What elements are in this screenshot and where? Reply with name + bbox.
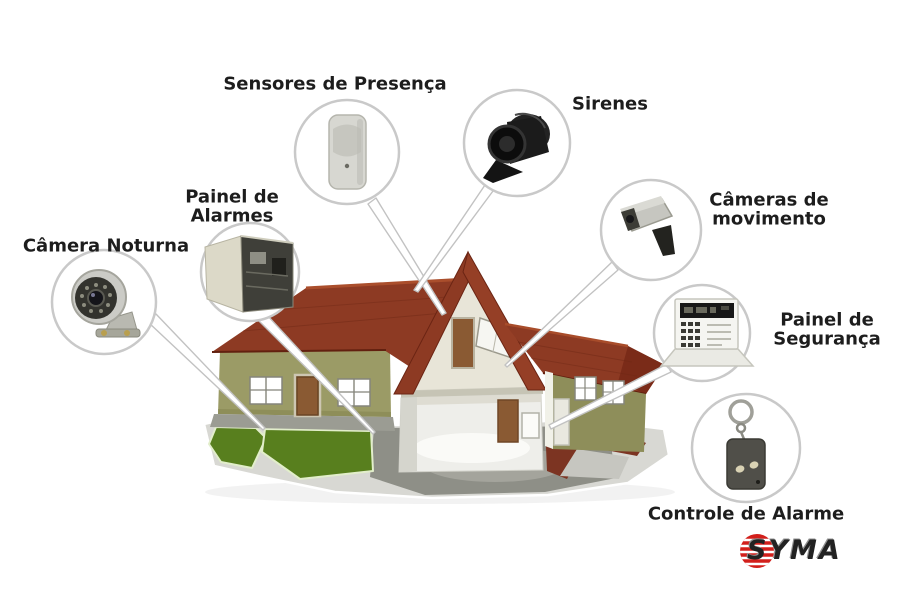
connector-presence-sensors <box>367 197 447 316</box>
label-security-panel-line1: Painel de <box>780 309 874 331</box>
right-roof-tile-line <box>530 357 638 377</box>
label-alarm-remote: Controle de Alarme <box>647 503 845 525</box>
label-alarm-panel-line1: Painel de <box>185 186 279 208</box>
left-roof <box>212 279 468 380</box>
label-alarm-panel-line2: Alarmes <box>190 206 274 227</box>
interior-left-wall <box>399 397 417 472</box>
patio-gray <box>560 449 629 479</box>
night-camera-device <box>71 269 141 338</box>
motion-camera-device <box>620 196 675 256</box>
house-left-wing <box>210 277 469 431</box>
house-interior-cutaway <box>398 393 544 473</box>
house-illustration <box>202 250 671 500</box>
label-motion-cameras: Câmeras de movimento <box>709 189 829 230</box>
attic-door <box>451 317 475 369</box>
syma-logo-ball <box>740 534 774 568</box>
right-window-1 <box>574 376 597 401</box>
label-sirens: Sirenes <box>572 93 648 115</box>
right-roof-tile-line <box>517 341 633 363</box>
security-panel-device <box>659 298 755 367</box>
keypad-buttons <box>681 322 700 347</box>
label-night-camera: Câmera Noturna <box>22 235 190 257</box>
siren-device <box>483 112 550 183</box>
right-roof-ridge <box>504 322 629 348</box>
label-alarm-panel: Painel de Alarmes <box>185 186 279 227</box>
label-motion-cameras-line1: Câmeras de <box>709 189 829 211</box>
house-center-gable <box>393 250 547 398</box>
left-roof-tile-line <box>273 295 462 311</box>
interior-back-door <box>497 399 519 443</box>
alarm-panel-box-device <box>204 235 294 313</box>
keypad-labels <box>707 324 731 346</box>
interior-wall-board <box>521 412 540 439</box>
left-window-1 <box>249 376 283 405</box>
right-roof-hip <box>618 346 665 394</box>
label-motion-cameras-line2: movimento <box>712 209 826 230</box>
pir-motion-sensor-device <box>328 114 367 190</box>
callout-circle-motion-cameras <box>599 178 703 282</box>
ir-led-ring <box>80 283 112 313</box>
label-presence-sensors: Sensores de Presença <box>223 73 447 95</box>
front-door-frame <box>293 373 322 418</box>
label-security-panel: Painel de Segurança <box>773 309 881 350</box>
alarm-remote-device <box>726 399 766 490</box>
lawn-main <box>261 428 374 480</box>
gable-roof-right-band <box>462 250 547 391</box>
left-roof-ridge <box>305 277 469 290</box>
connectors <box>147 184 672 435</box>
syma-logo-text: SYMA <box>747 535 842 566</box>
attic-floor-edge <box>401 387 543 398</box>
front-door <box>296 376 319 416</box>
house-right-wing <box>504 322 665 452</box>
lawn-left <box>208 426 267 469</box>
label-security-panel-line2: Segurança <box>773 329 881 350</box>
right-corner-trim <box>545 371 553 449</box>
